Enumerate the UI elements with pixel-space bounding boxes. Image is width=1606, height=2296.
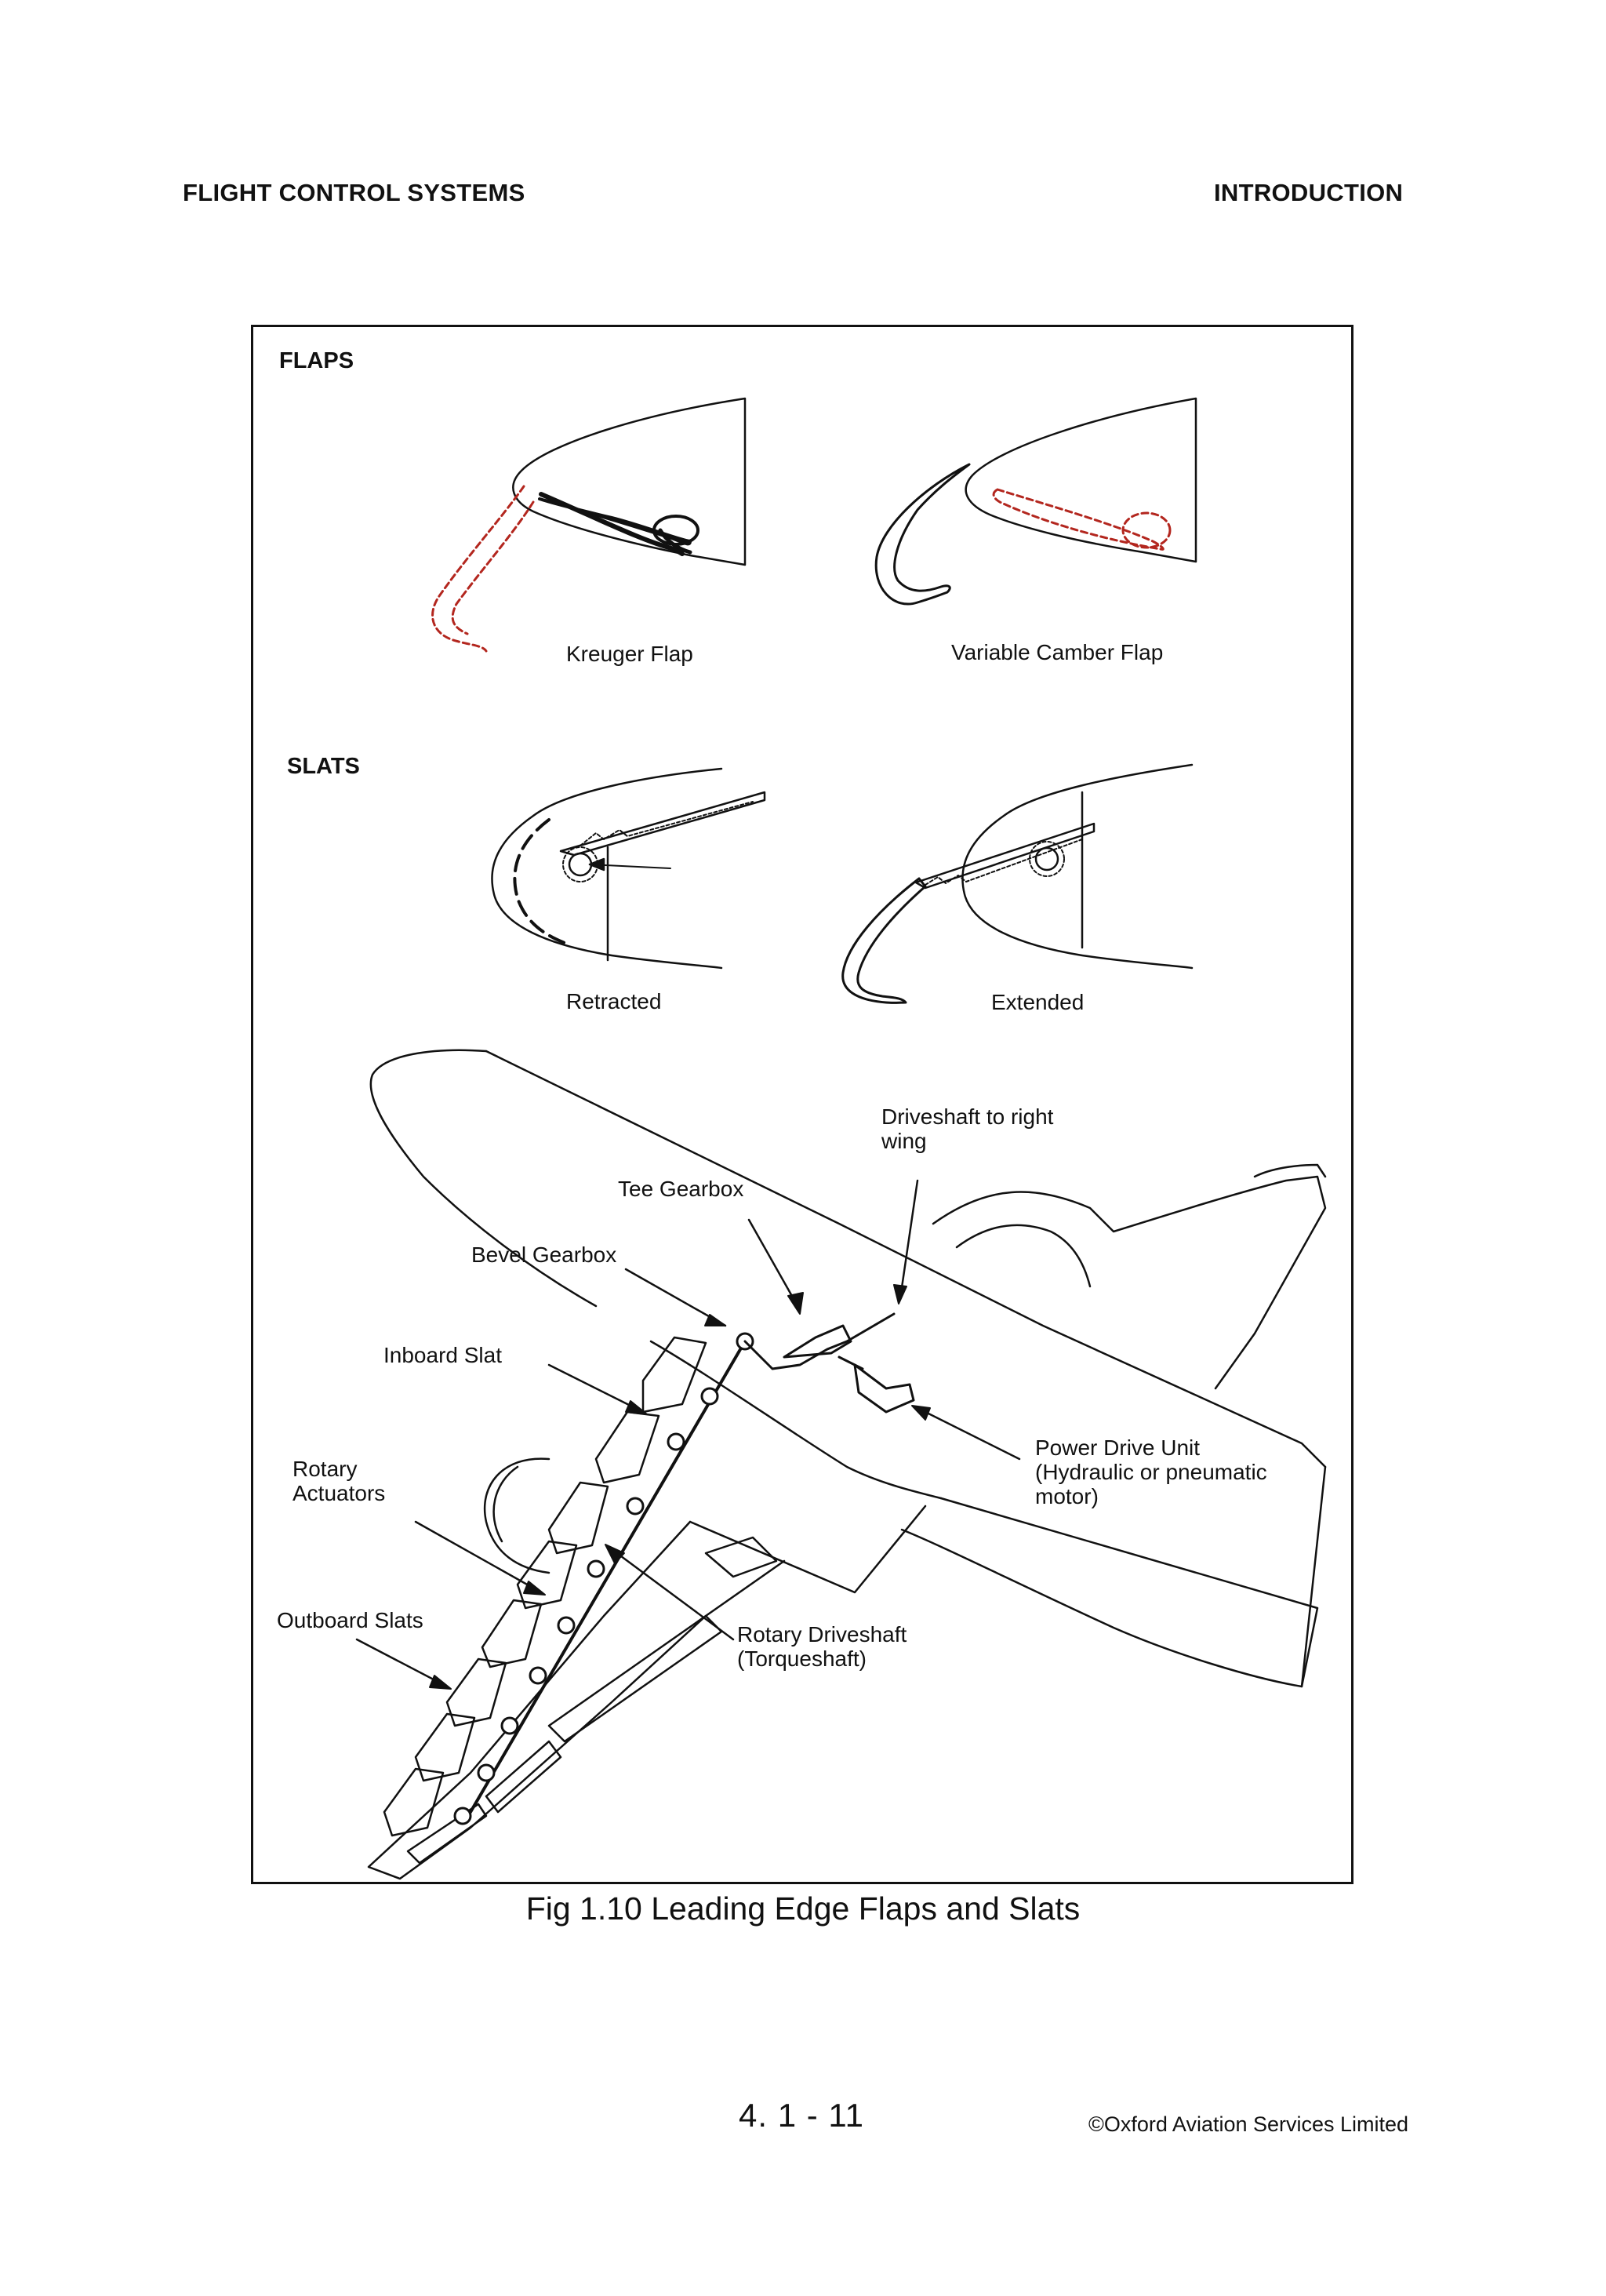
label-bevel-gearbox: Bevel Gearbox — [471, 1243, 617, 1267]
page-number: 4. 1 - 11 — [739, 2097, 864, 2134]
label-tee-gearbox: Tee Gearbox — [618, 1177, 744, 1201]
figure-frame — [251, 325, 1353, 1884]
label-rotary-driveshaft: Rotary Driveshaft (Torqueshaft) — [737, 1622, 907, 1671]
variable-camber-flap-diagram — [874, 397, 1197, 606]
header-chapter-title: FLIGHT CONTROL SYSTEMS — [183, 179, 525, 206]
flaps-heading: FLAPS — [279, 348, 354, 373]
figure-caption: Fig 1.10 Leading Edge Flaps and Slats — [525, 1890, 1081, 1927]
wing-assembly-diagram — [355, 1049, 1327, 1880]
label-kreuger-flap: Kreuger Flap — [566, 642, 693, 666]
header-section-title: INTRODUCTION — [1214, 179, 1404, 206]
slat-extended-diagram — [841, 763, 1194, 1004]
label-power-drive-unit: Power Drive Unit (Hydraulic or pneumatic… — [1035, 1435, 1267, 1508]
copyright-notice: ©Oxford Aviation Services Limited — [1088, 2112, 1409, 2136]
label-inboard-slat: Inboard Slat — [383, 1343, 502, 1367]
label-rotary-actuators: Rotary Actuators — [292, 1457, 386, 1505]
label-variable-camber-flap: Variable Camber Flap — [951, 640, 1164, 664]
label-driveshaft-right-wing: Driveshaft to right wing — [881, 1104, 1054, 1153]
slat-retracted-diagram — [491, 767, 766, 970]
label-retracted: Retracted — [566, 989, 662, 1013]
label-outboard-slats: Outboard Slats — [277, 1608, 423, 1632]
slats-heading: SLATS — [287, 754, 360, 779]
kreuger-flap-diagram — [431, 397, 747, 653]
label-extended: Extended — [991, 990, 1085, 1014]
